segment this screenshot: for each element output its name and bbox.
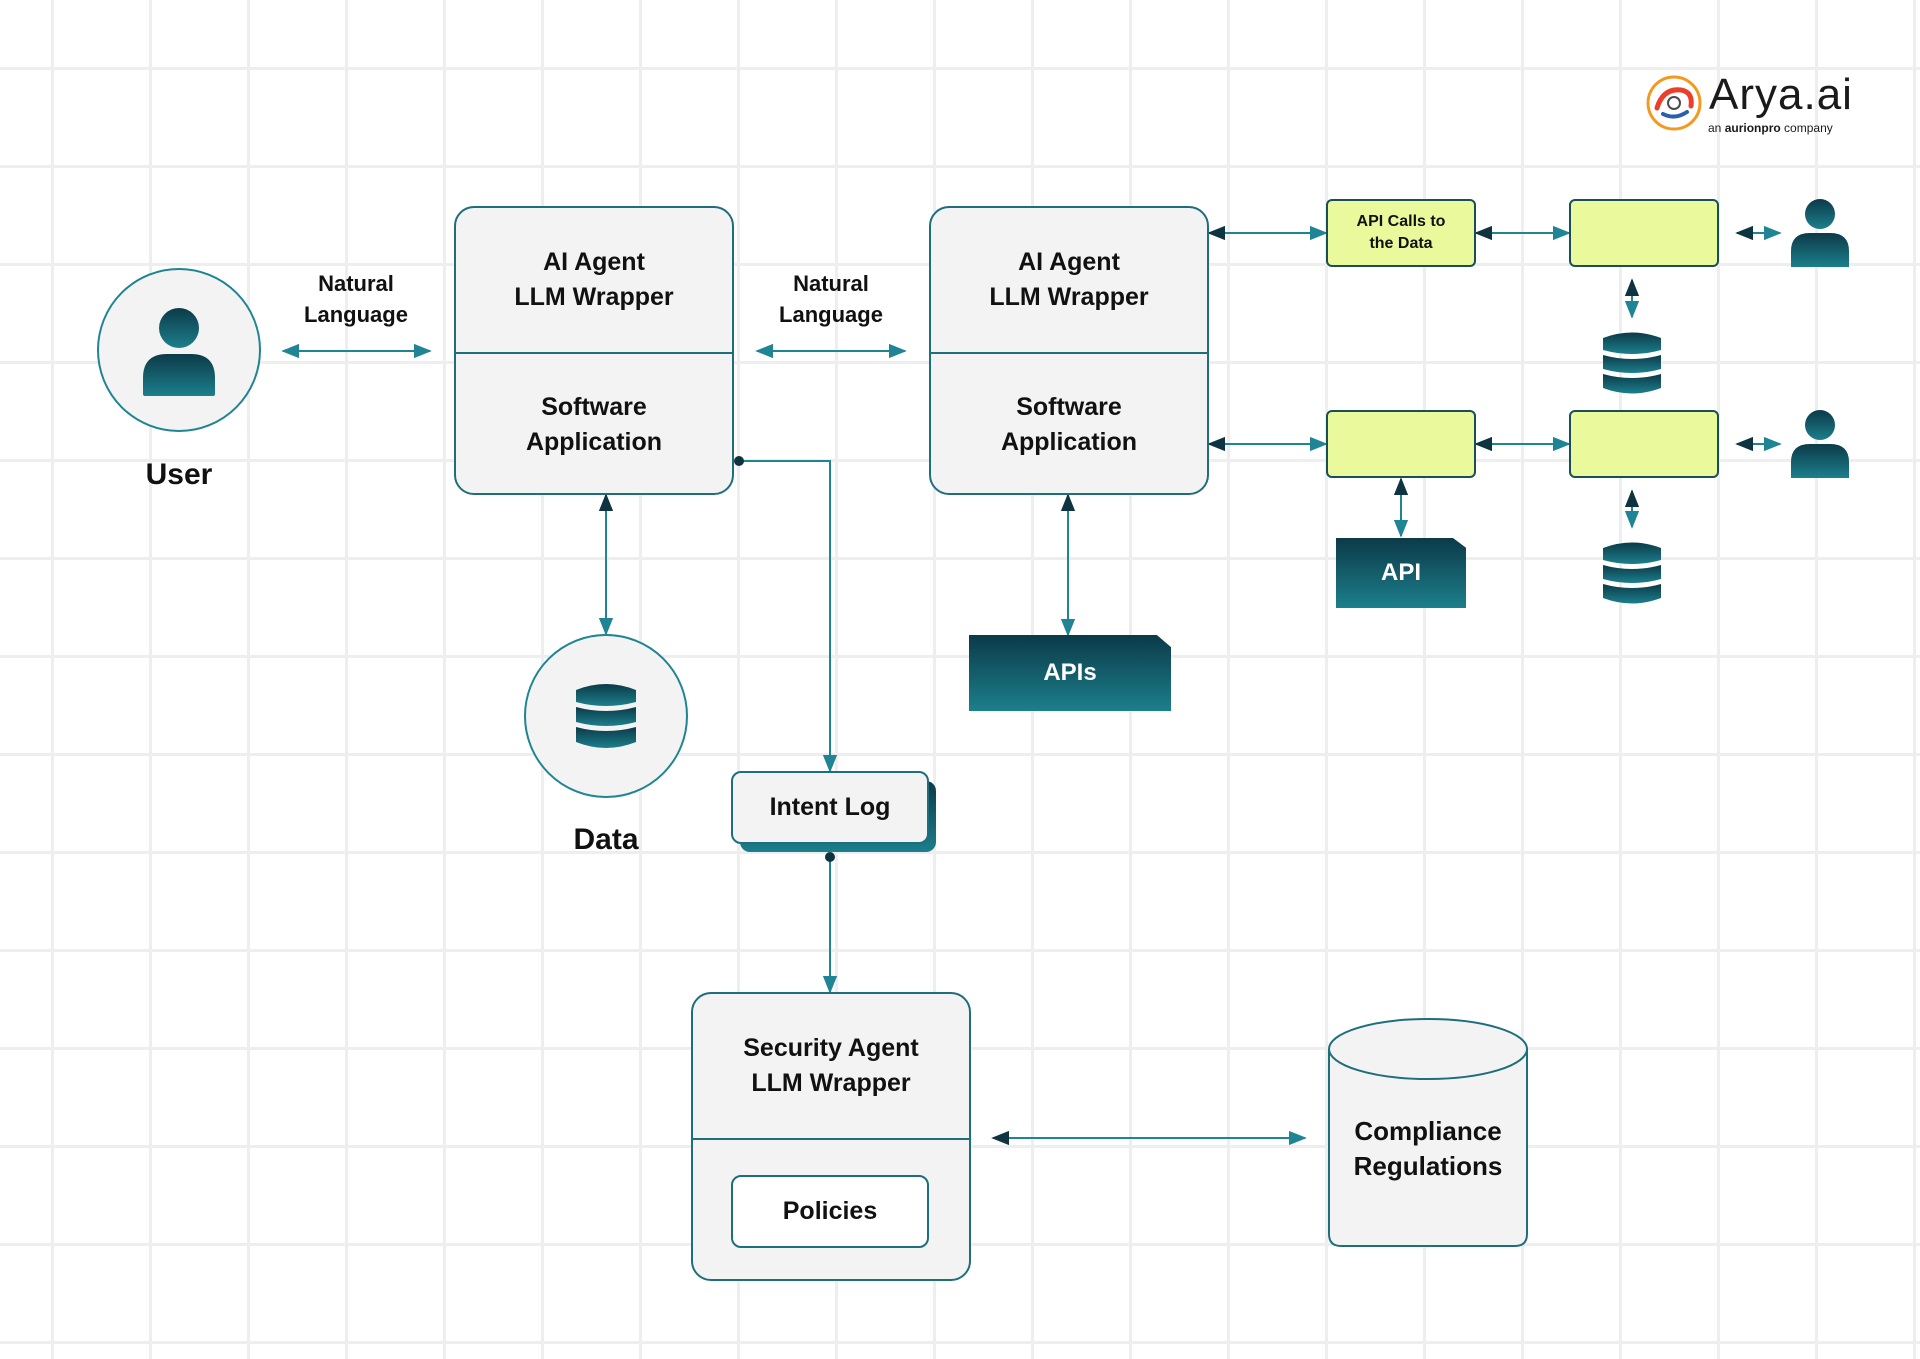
api-calls-box: API Calls to the Data [1326,199,1476,267]
connector-dot [734,456,744,466]
ai-agent-1-application: Software Application [525,392,663,456]
user-icon [1791,199,1849,267]
lime-box-b2 [1569,410,1719,478]
brand-tagline-prefix: an [1708,121,1722,135]
intent-log-box: Intent Log [731,771,929,844]
user-icon [1791,410,1849,478]
user-icon [143,308,215,396]
brand-logo-text: Arya.ai [1709,70,1853,119]
lime-box-b1 [1326,410,1476,478]
database-icon [1603,542,1661,604]
brand-tagline-brand: aurionpro [1724,121,1781,135]
connector-dot [825,852,835,862]
edge-label-user-agent1: Natural Language [304,271,408,327]
policies-box: Policies [731,1175,929,1248]
database-icon [576,684,636,748]
security-agent-title: Security Agent LLM Wrapper [743,1034,919,1097]
brand-logo-mark-icon [1646,75,1702,131]
compliance-cylinder [1328,1018,1528,1247]
lime-box-a2 [1569,199,1719,267]
intent-log-label: Intent Log [769,793,891,821]
ai-agent-card-2: AI Agent LLM Wrapper Software Applicatio… [929,206,1209,495]
ai-agent-2-application: Software Application [1000,392,1138,456]
data-label: Data [573,823,639,856]
card-divider [693,1138,969,1140]
brand-tagline-suffix: company [1784,121,1833,135]
agent1-intent-log-connector [738,460,838,773]
ai-agent-card-1: AI Agent LLM Wrapper Software Applicatio… [454,206,734,495]
apis-box: APIs [969,635,1171,711]
card-divider [931,352,1207,354]
api-box: API [1336,538,1466,608]
user-node [97,268,261,432]
brand-tagline: an aurionpro company [1708,120,1833,136]
compliance-label: Compliance Regulations [1353,1116,1503,1181]
edge-label-agent1-agent2: Natural Language [779,271,883,327]
card-divider [456,352,732,354]
ai-agent-1-title: AI Agent LLM Wrapper [514,248,674,311]
ai-agent-2-title: AI Agent LLM Wrapper [989,248,1149,311]
security-agent-card: Security Agent LLM Wrapper Policies [691,992,971,1281]
policies-label: Policies [782,1197,878,1225]
user-label: User [145,458,213,491]
brand-logo: Arya.ai an aurionpro company [1645,70,1852,138]
data-node [524,634,688,798]
database-icon [1603,332,1661,394]
